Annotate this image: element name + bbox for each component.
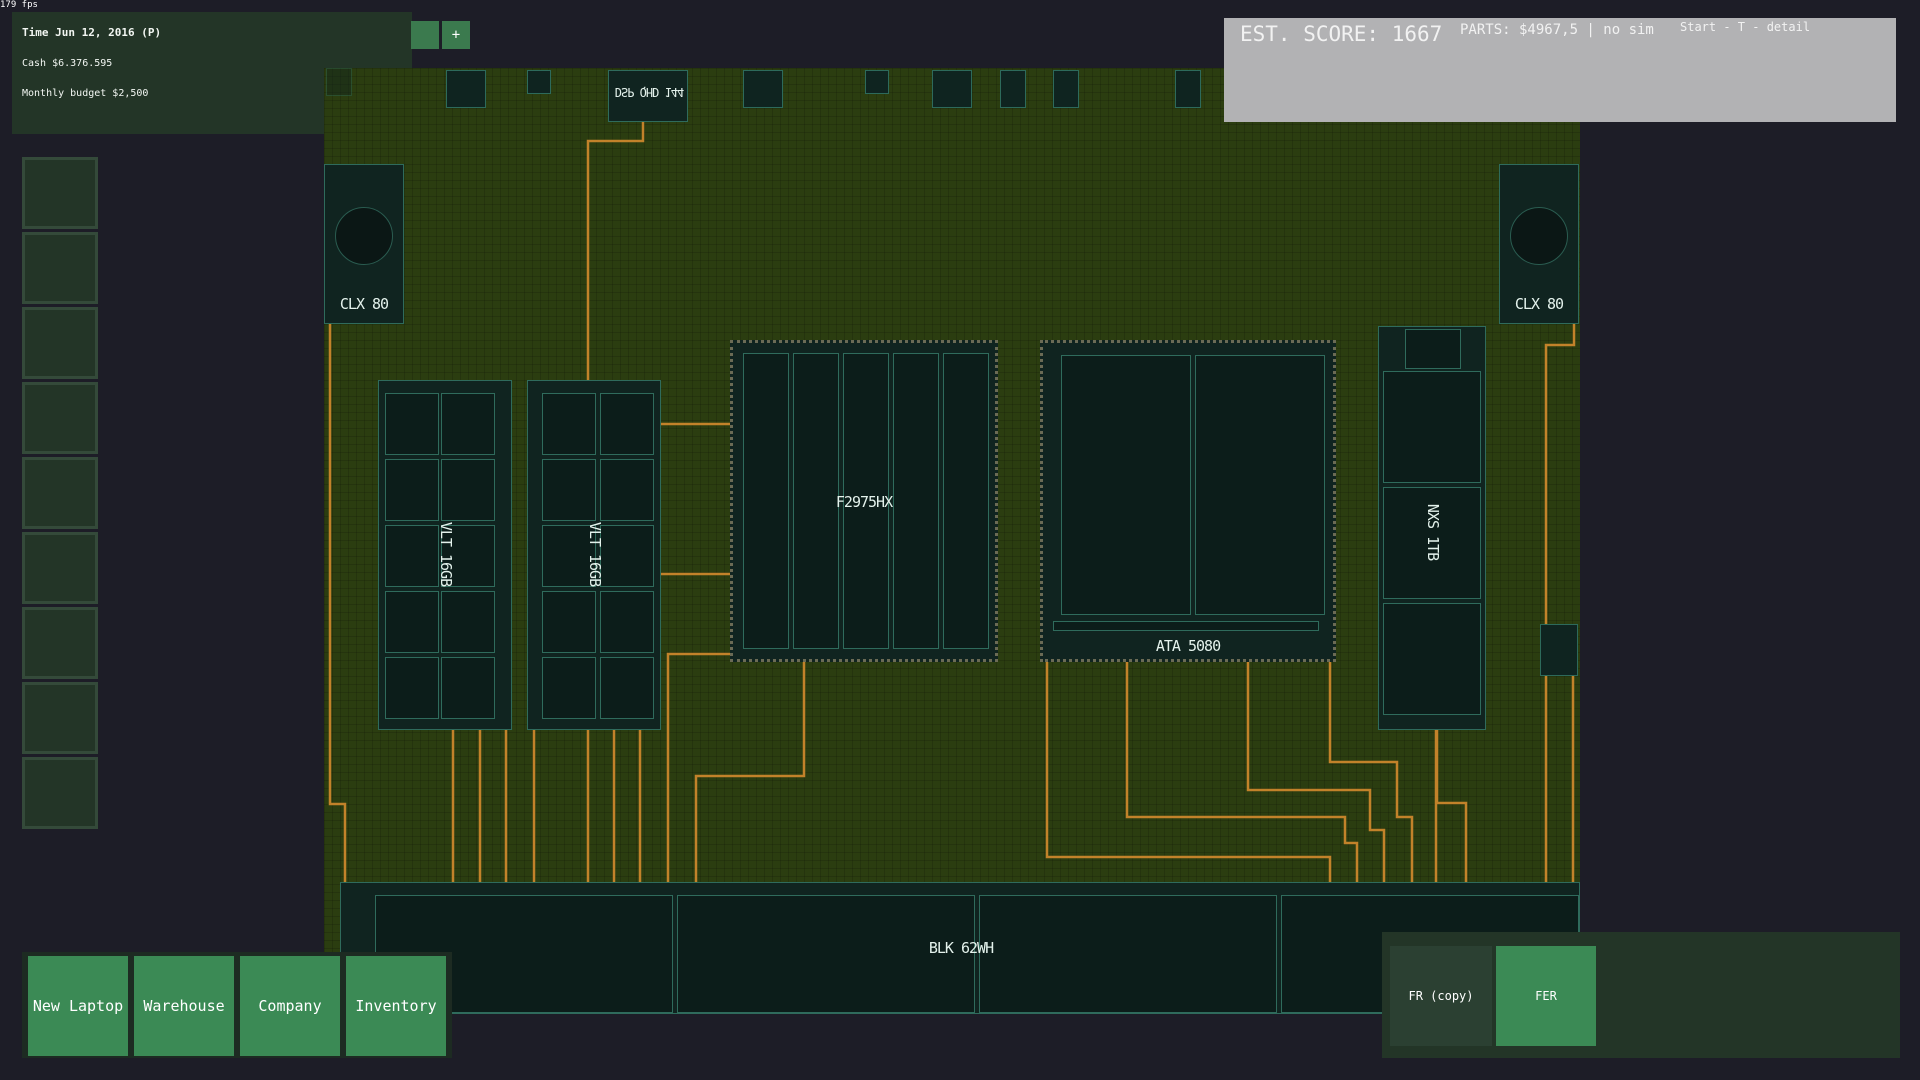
fan-left[interactable]: CLX 80 [324, 164, 404, 324]
sidebar-slot[interactable] [22, 682, 98, 754]
new-laptop-button[interactable]: New Laptop [28, 956, 128, 1056]
ram-1-label: VLT 16GB [437, 521, 455, 587]
design-copy-button[interactable]: FR (copy) [1390, 946, 1492, 1046]
sidebar-slot[interactable] [22, 457, 98, 529]
battery-pack[interactable]: BLK 62WH [340, 882, 1580, 1014]
ssd-module[interactable]: NXS 1TB [1378, 326, 1486, 730]
audio-port[interactable] [865, 70, 889, 94]
battery-label: BLK 62WH [928, 939, 994, 957]
fan-right-label: CLX 80 [1514, 295, 1564, 313]
gpu-chip[interactable]: ATA 5080 [1040, 340, 1336, 662]
sd-card-port[interactable] [1053, 70, 1079, 108]
design-active-button[interactable]: FER [1496, 946, 1596, 1046]
hint-text: Start - T - detail [1680, 20, 1811, 34]
sidebar-slot[interactable] [22, 157, 98, 229]
sidebar-slot[interactable] [22, 307, 98, 379]
game-date: Time Jun 12, 2016 (P) [22, 26, 162, 39]
fan-left-label: CLX 80 [339, 295, 389, 313]
add-button[interactable]: + [442, 21, 470, 49]
cpu-label: F2975HX [835, 493, 893, 511]
display-connector[interactable]: DSP QHD 144 [608, 70, 688, 122]
display-label: DSP QHD 144 [614, 85, 684, 99]
port-slot-ghost[interactable] [326, 68, 352, 96]
parts-cost: PARTS: $4967,5 | no sim [1460, 22, 1654, 38]
design-selector: FR (copy) FER [1382, 932, 1900, 1058]
sidebar-slot[interactable] [22, 232, 98, 304]
fan-icon [1510, 207, 1568, 265]
sidebar-slot[interactable] [22, 757, 98, 829]
usb-c-port[interactable] [1000, 70, 1026, 108]
sidebar-slot[interactable] [22, 382, 98, 454]
bottom-nav: New Laptop Warehouse Company Inventory [22, 952, 452, 1058]
cash-readout: Cash $6.376.595 [22, 58, 113, 69]
cpu-chip[interactable]: F2975HX [730, 340, 998, 662]
inventory-button[interactable]: Inventory [346, 956, 446, 1056]
gpu-label: ATA 5080 [1155, 637, 1221, 655]
side-connector[interactable] [1540, 624, 1578, 676]
company-button[interactable]: Company [240, 956, 340, 1056]
fps-counter: 179 fps [0, 0, 38, 10]
speed-button[interactable] [411, 21, 439, 49]
est-score: EST. SCORE: 1667 [1240, 22, 1443, 46]
ssd-label: NXS 1TB [1424, 503, 1442, 561]
fan-right[interactable]: CLX 80 [1499, 164, 1579, 324]
sidebar-slot[interactable] [22, 532, 98, 604]
hdmi-port[interactable] [743, 70, 783, 108]
ethernet-port[interactable] [932, 70, 972, 108]
ram-2-label: VLT 16GB [586, 521, 604, 587]
component-sidebar [22, 157, 98, 833]
monthly-budget: Monthly budget $2,500 [22, 88, 149, 99]
fan-icon [335, 207, 393, 265]
ram-module-2[interactable]: VLT 16GB [527, 380, 661, 730]
usb-port[interactable] [446, 70, 486, 108]
warehouse-button[interactable]: Warehouse [134, 956, 234, 1056]
headphone-jack[interactable] [527, 70, 551, 94]
usb-port-right[interactable] [1175, 70, 1201, 108]
ram-module-1[interactable]: VLT 16GB [378, 380, 512, 730]
sidebar-slot[interactable] [22, 607, 98, 679]
score-panel: EST. SCORE: 1667 PARTS: $4967,5 | no sim… [1224, 18, 1896, 122]
